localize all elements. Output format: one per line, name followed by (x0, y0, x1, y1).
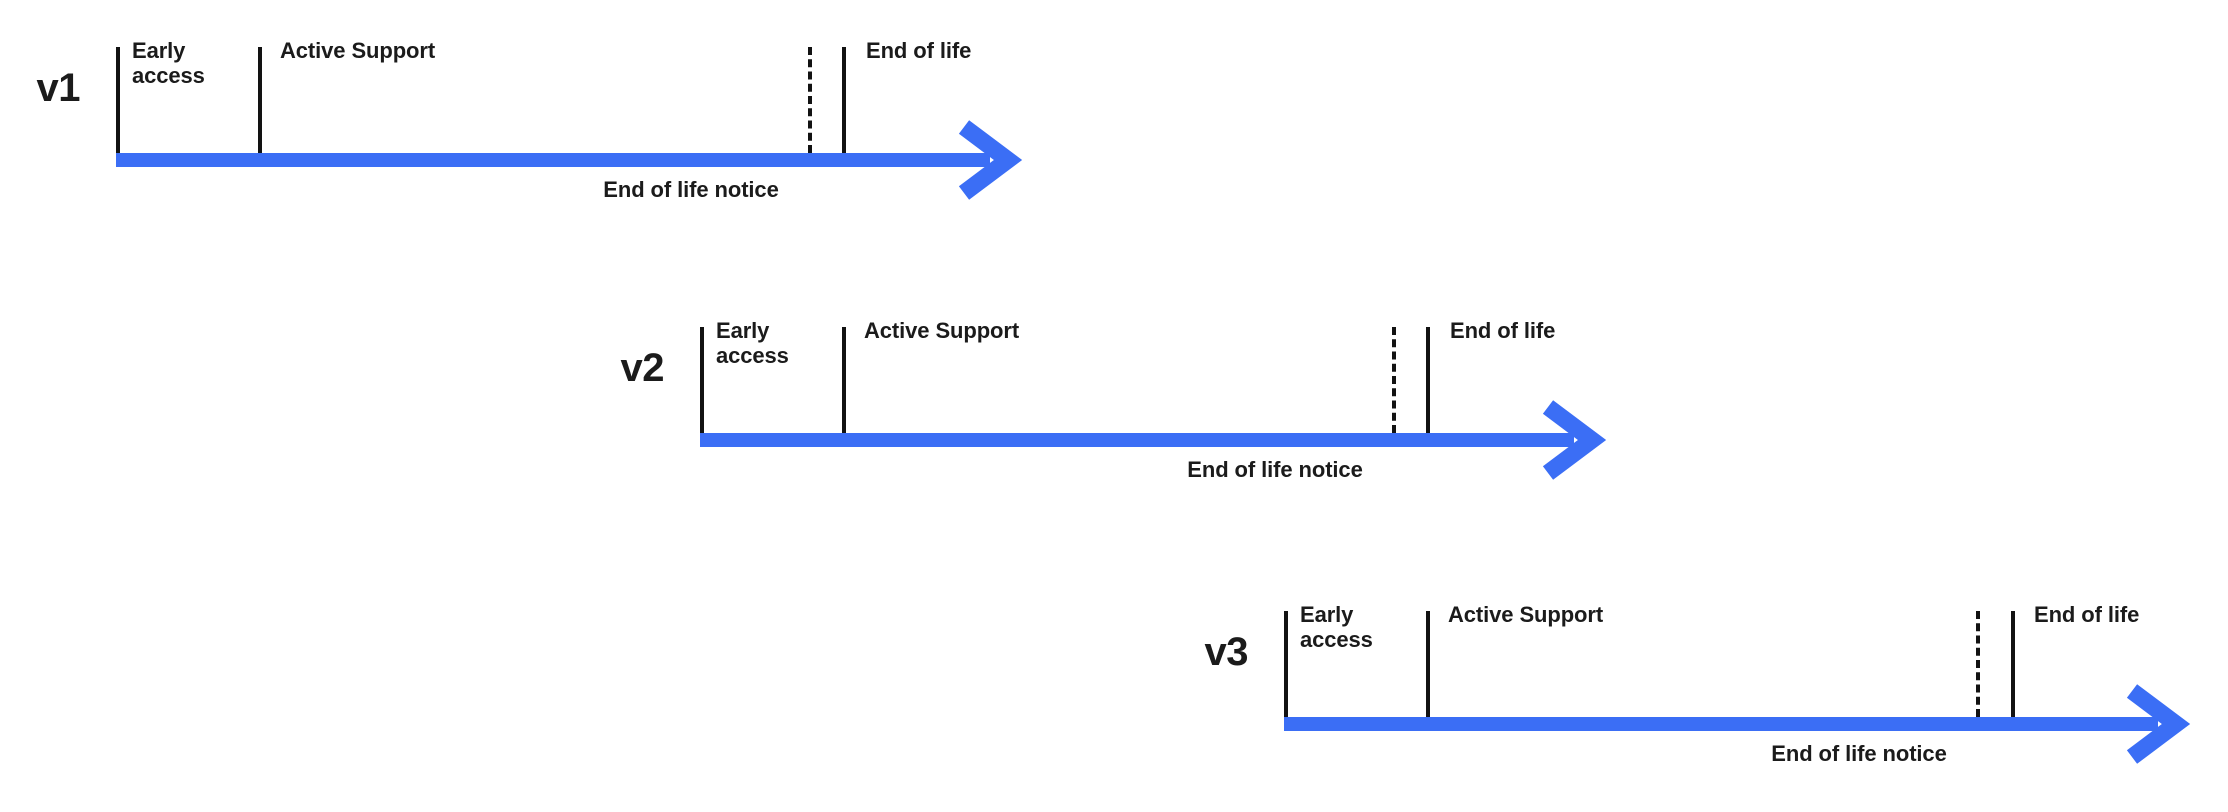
phase-label-v1-2: End of life (866, 38, 972, 63)
divider-v1-1 (258, 47, 262, 153)
timeline-arrow-head-v1 (958, 120, 1023, 200)
timeline-arrow-head-v3 (2126, 684, 2191, 764)
phase-label-v1-1: Active Support (280, 38, 436, 63)
divider-v2-1 (842, 327, 846, 433)
divider-v2-0 (700, 327, 704, 433)
divider-v1-3 (842, 47, 846, 153)
version-label-v3: v3 (1204, 630, 1249, 674)
phase-label-v2-1: Active Support (864, 318, 1020, 343)
version-label-v2: v2 (620, 346, 665, 390)
phase-label-v3-2: End of life (2034, 602, 2140, 627)
divider-v3-1 (1426, 611, 1430, 717)
timeline-arrow-shaft-v1 (116, 153, 990, 167)
divider-v2-3 (1426, 327, 1430, 433)
divider-dashed-v3 (1976, 611, 1980, 717)
phase-label-v2-2: End of life (1450, 318, 1556, 343)
version-label-v1: v1 (36, 66, 81, 110)
phase-label-v2-0: Early access (716, 318, 789, 368)
timeline-arrow-shaft-v2 (700, 433, 1574, 447)
divider-v3-0 (1284, 611, 1288, 717)
divider-v1-0 (116, 47, 120, 153)
timeline-arrow-head-v2 (1542, 400, 1607, 480)
phase-label-v3-0: Early access (1300, 602, 1373, 652)
notice-label-v2: End of life notice (1187, 457, 1363, 482)
phase-label-v1-0: Early access (132, 38, 205, 88)
divider-dashed-v2 (1392, 327, 1396, 433)
notice-label-v1: End of life notice (603, 177, 779, 202)
timeline-arrow-shaft-v3 (1284, 717, 2158, 731)
phase-label-v3-1: Active Support (1448, 602, 1604, 627)
notice-label-v3: End of life notice (1771, 741, 1947, 766)
divider-dashed-v1 (808, 47, 812, 153)
divider-v3-3 (2011, 611, 2015, 717)
